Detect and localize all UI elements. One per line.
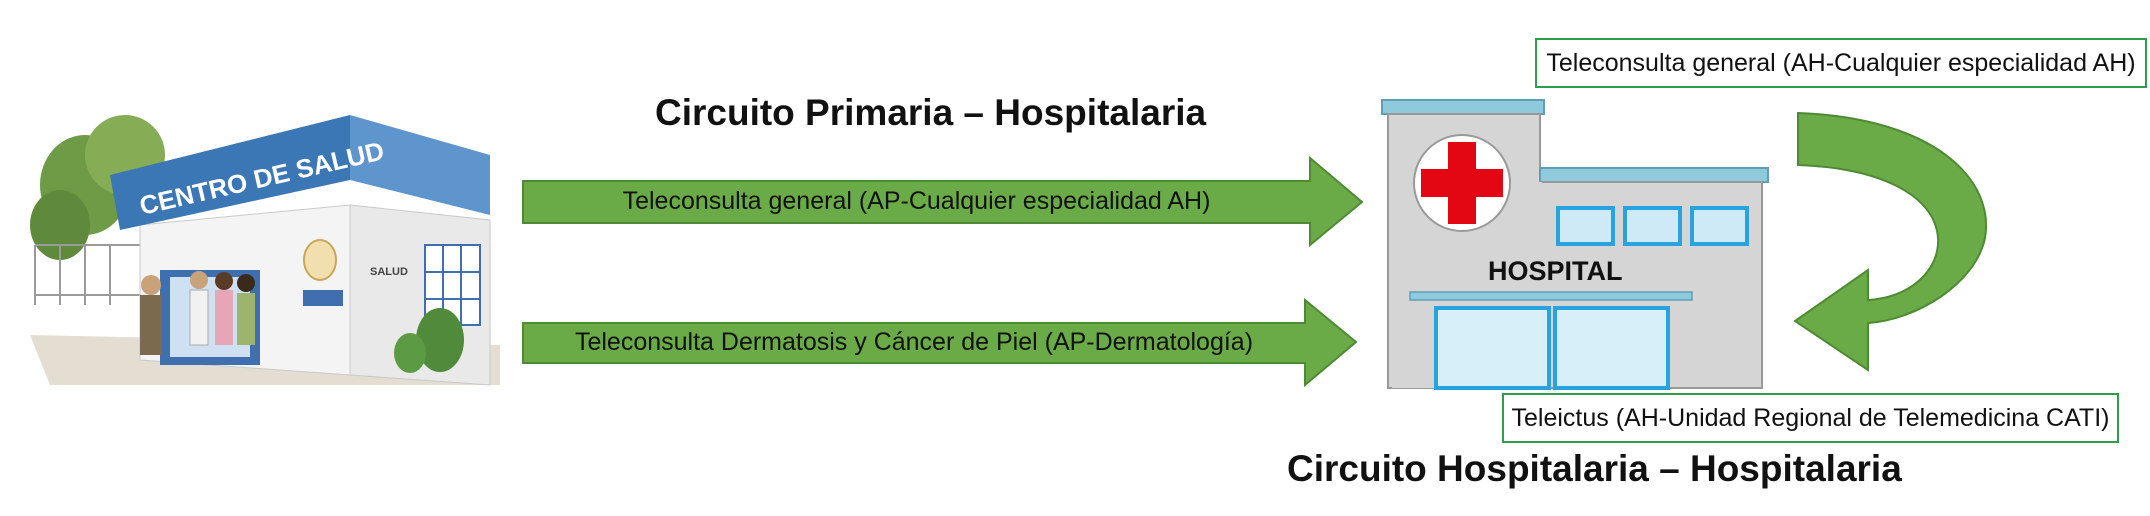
arrow-bottom xyxy=(522,297,1358,388)
arrow-bottom-label: Teleconsulta Dermatosis y Cáncer de Piel… xyxy=(574,328,1254,356)
clinic-plaque: SALUD xyxy=(370,266,408,278)
hospital-illustration: HOSPITAL xyxy=(1381,99,1769,390)
title-primary-circuit: Circuito Primaria – Hospitalaria xyxy=(655,92,1207,133)
hospital-sign: HOSPITAL xyxy=(1488,256,1623,286)
clinic-illustration: CENTRO DE SALUD SALUD xyxy=(30,115,500,386)
curved-return-arrow xyxy=(1793,111,1988,372)
arrow-top-label: Teleconsulta general (AP-Cualquier espec… xyxy=(622,187,1211,215)
box-top-right: Teleconsulta general (AH-Cualquier espec… xyxy=(1535,38,2147,88)
arrow-top xyxy=(522,155,1364,248)
box-bottom-right: Teleictus (AH-Unidad Regional de Telemed… xyxy=(1502,393,2119,443)
title-hospital-circuit: Circuito Hospitalaria – Hospitalaria xyxy=(1287,448,1902,489)
